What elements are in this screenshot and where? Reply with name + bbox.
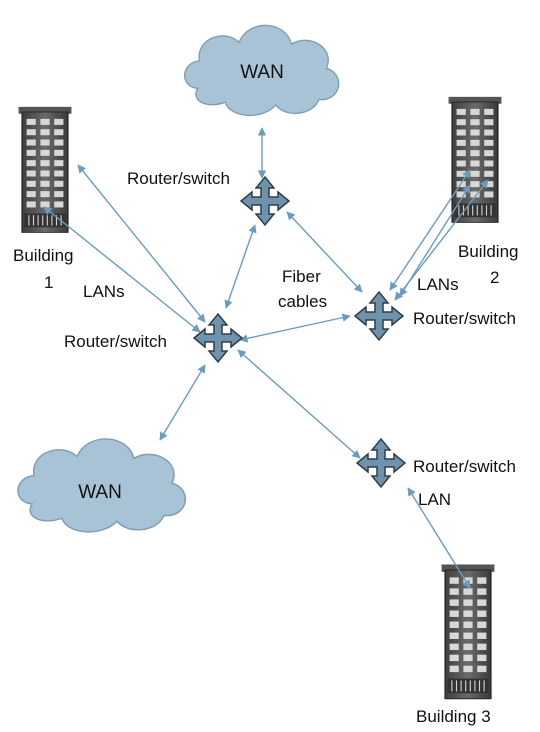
building-3-label: Building 3 [416, 707, 491, 726]
wan-cloud-top: WAN [183, 24, 340, 117]
wan-cloud-left: WAN [17, 438, 187, 533]
building-2-label-line1: Building [458, 242, 519, 261]
router-lower-right [356, 438, 406, 488]
link-router-center-router-right [239, 313, 351, 343]
link-router-top-router-right [286, 211, 363, 293]
links [43, 127, 489, 589]
building-1 [17, 106, 73, 233]
router-lower-right-label: Router/switch [413, 457, 516, 476]
lans-left-label: LANs [83, 282, 125, 301]
link-router-center-router-lower-right [237, 349, 361, 459]
building-1-label-line1: Building [13, 246, 74, 265]
link-router-top-router-center [224, 224, 257, 309]
router-top [240, 176, 290, 226]
lans-right-label: LANs [417, 275, 459, 294]
link-building2-router-right-a [389, 169, 471, 291]
link-router-center-wan-left [159, 364, 206, 441]
building-2-label-line2: 2 [490, 268, 499, 287]
fiber-cables-label-line2: cables [278, 292, 327, 311]
fiber-cables-label-line1: Fiber [282, 267, 321, 286]
building-2 [447, 96, 503, 223]
wan-top-label: WAN [240, 62, 284, 83]
router-right-label: Router/switch [413, 309, 516, 328]
router-center-label: Router/switch [64, 332, 167, 351]
router-top-label: Router/switch [127, 169, 230, 188]
link-router-lower-right-building3 [407, 487, 471, 589]
link-building1-router-center-b [43, 206, 201, 333]
router-center [193, 313, 243, 363]
link-building2-router-right-c [399, 184, 471, 297]
lan-bottom-label: LAN [418, 490, 451, 509]
wan-left-label: WAN [78, 482, 122, 503]
building-1-label-line2: 1 [44, 273, 53, 292]
